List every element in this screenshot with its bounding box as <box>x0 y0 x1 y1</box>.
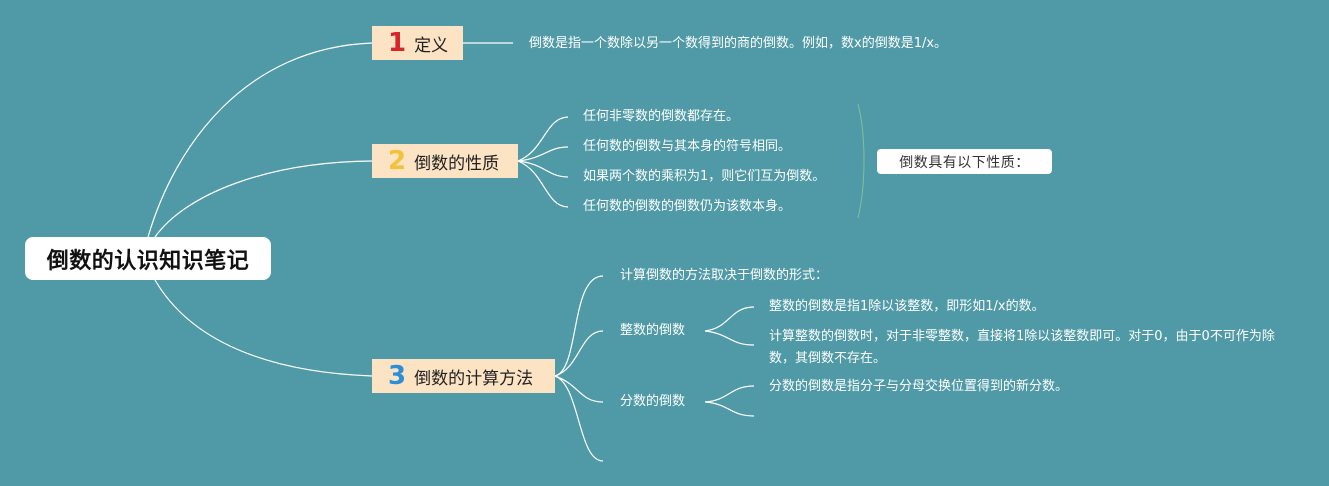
connector-sub2-child1 <box>704 385 755 403</box>
connector-sub2-end <box>704 401 755 417</box>
property-item: 任何数的倒数的倒数仍为该数本身。 <box>583 199 792 214</box>
branch-label: 倒数的计算方法 <box>414 368 534 389</box>
connector-sub1-child1 <box>704 306 755 332</box>
sub-node-integer-reciprocal[interactable]: 整数的倒数 <box>620 323 686 338</box>
number-badge-3: 3 <box>388 361 407 391</box>
definition-text: 倒数是指一个数除以另一个数得到的商的倒数。例如，数x的倒数是1/x。 <box>529 36 948 51</box>
connector-root-branch3 <box>154 279 373 377</box>
branch-node-definition[interactable]: 1 定义 <box>372 26 463 60</box>
number-badge-2: 2 <box>388 146 407 176</box>
connector-root-branch1 <box>147 42 373 238</box>
connector-branch3-sub1 <box>554 330 604 377</box>
connector-branch2-child1 <box>517 116 569 162</box>
calculation-intro: 计算倒数的方法取决于倒数的形式： <box>620 268 829 283</box>
connector-branch3-intro <box>554 275 604 377</box>
property-item: 任何数的倒数与其本身的符号相同。 <box>583 139 792 154</box>
summary-bracket <box>857 103 865 219</box>
connector-branch3-end <box>554 375 604 462</box>
connector-branch2-child2 <box>517 146 569 162</box>
connector-root-branch2 <box>154 160 373 238</box>
root-title: 倒数的认识知识笔记 <box>46 248 250 274</box>
branch-label: 倒数的性质 <box>414 153 500 174</box>
connector-branch2-child3 <box>517 160 569 178</box>
fraction-item: 分数的倒数是指分子与分母交换位置得到的新分数。 <box>769 379 1069 394</box>
property-item: 任何非零数的倒数都存在。 <box>583 109 740 124</box>
summary-label: 倒数具有以下性质： <box>899 154 1030 171</box>
property-item: 如果两个数的乘积为1，则它们互为倒数。 <box>583 169 826 184</box>
number-badge-1: 1 <box>388 28 407 58</box>
integer-item: 计算整数的倒数时，对于非零整数，直接将1除以该整数即可。对于0，由于0不可作为除… <box>769 329 1275 366</box>
connector-sub1-child2 <box>704 330 755 346</box>
branch-node-properties[interactable]: 2 倒数的性质 <box>372 144 518 178</box>
branch-label: 定义 <box>414 35 449 56</box>
summary-node[interactable]: 倒数具有以下性质： <box>877 149 1052 174</box>
branch-node-calculation[interactable]: 3 倒数的计算方法 <box>372 359 555 393</box>
root-node[interactable]: 倒数的认识知识笔记 <box>25 237 271 280</box>
integer-item: 整数的倒数是指1除以该整数，即形如1/x的数。 <box>769 299 1045 314</box>
sub-node-fraction-reciprocal[interactable]: 分数的倒数 <box>620 394 686 409</box>
connector-branch2-child4 <box>517 160 569 208</box>
connector-branch3-sub2 <box>554 375 604 403</box>
